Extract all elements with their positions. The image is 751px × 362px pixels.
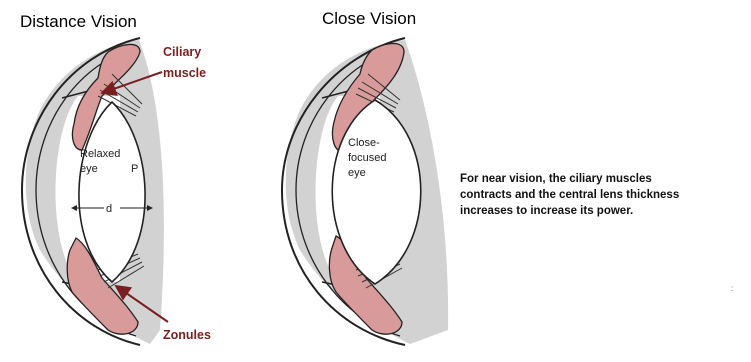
caption-line: For near vision, the ciliary muscles: [460, 171, 745, 187]
ciliary-muscle-callout-line1: Ciliary: [163, 45, 201, 59]
close-lens-label-line1: Close-: [348, 137, 380, 149]
close-lens-label-line2: focused: [348, 152, 387, 164]
caption-line: contracts and the central lens thickness: [460, 187, 745, 203]
distance-diameter-label: d: [106, 203, 112, 215]
distance-focal-point-label: P: [131, 163, 138, 175]
close-vision-title: Close Vision: [322, 9, 416, 28]
corner-mark: :: [731, 284, 733, 293]
close-lens-label-line3: eye: [348, 167, 366, 179]
distance-lens-label-line1: Relaxed: [80, 148, 120, 160]
distance-lens-label-line2: eye: [80, 163, 98, 175]
close-vision-panel: Close Vision Close-: [282, 9, 448, 345]
zonules-callout: Zonules: [163, 328, 211, 342]
distance-vision-panel: Distance Vision Relaxe: [20, 12, 211, 345]
distance-vision-title: Distance Vision: [20, 12, 137, 31]
accommodation-caption: For near vision, the ciliary muscles con…: [460, 171, 745, 219]
ciliary-muscle-callout-line2: muscle: [163, 66, 206, 80]
caption-line: increases to increase its power.: [460, 203, 745, 219]
